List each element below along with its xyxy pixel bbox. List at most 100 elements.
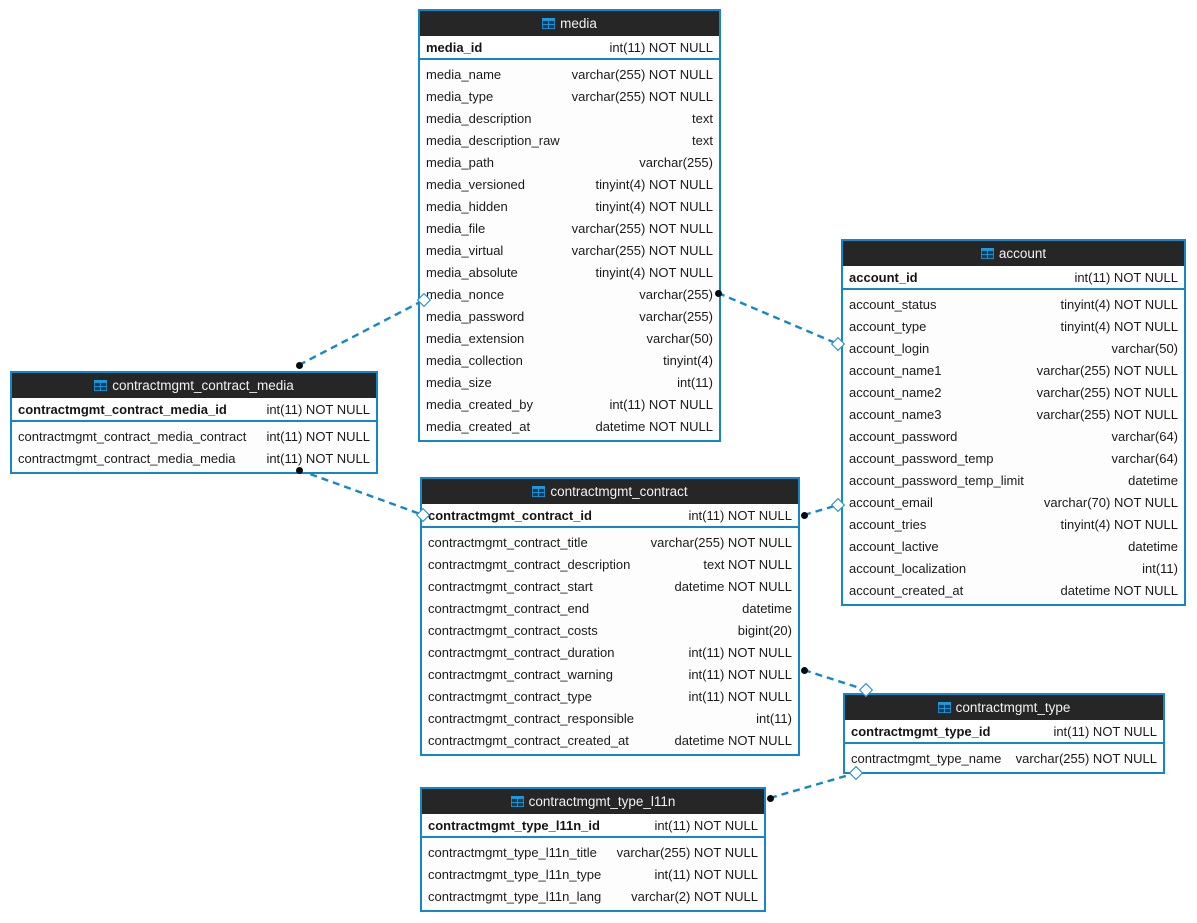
entity-header-contractmgmt_type_l11n[interactable]: contractmgmt_type_l11n (422, 789, 764, 814)
column-name: contractmgmt_contract_warning (428, 666, 613, 682)
column-name: account_password (849, 428, 958, 444)
column-row[interactable]: contractmgmt_type_l11n_lang varchar(2) NO… (422, 885, 764, 907)
table-icon (542, 12, 556, 29)
entity-title: contractmgmt_contract (550, 484, 688, 499)
column-type: varchar(50) (646, 330, 713, 346)
column-type: varchar(255) NOT NULL (650, 534, 792, 550)
relationship-line-rel-typel11n-type[interactable] (769, 771, 857, 800)
relationship-line-rel-contract-type[interactable] (803, 668, 867, 692)
relationship-line-rel-media-contractmedia[interactable] (298, 298, 425, 367)
entity-header-account[interactable]: account (843, 241, 1184, 266)
column-type: int(11) NOT NULL (654, 866, 758, 882)
relationship-line-rel-contractmedia-contract[interactable] (298, 468, 424, 517)
column-type: int(11) NOT NULL (1053, 723, 1157, 739)
column-type: datetime NOT NULL (674, 732, 792, 748)
column-type: int(11) NOT NULL (266, 450, 370, 466)
column-type: datetime NOT NULL (674, 578, 792, 594)
relationship-endpoint-dot-icon (714, 289, 722, 297)
relationship-line-rel-media-account[interactable] (717, 291, 839, 346)
column-name: contractmgmt_type_l11n_lang (428, 888, 602, 904)
column-name: media_virtual (426, 242, 504, 258)
entity-header-contractmgmt_type[interactable]: contractmgmt_type (845, 695, 1163, 720)
column-type: int(11) NOT NULL (266, 401, 370, 417)
entity-header-contractmgmt_contract[interactable]: contractmgmt_contract (422, 479, 798, 504)
column-type: int(11) NOT NULL (688, 507, 792, 523)
primary-key-row[interactable]: account_id int(11) NOT NULL (843, 266, 1184, 290)
column-row[interactable]: contractmgmt_contract_title varchar(255) … (422, 531, 798, 553)
entity-header-media[interactable]: media (420, 11, 719, 36)
column-type: varchar(2) NOT NULL (631, 888, 758, 904)
column-name: contractmgmt_contract_end (428, 600, 590, 616)
column-name: media_extension (426, 330, 525, 346)
column-type: int(11) NOT NULL (1074, 269, 1178, 285)
column-name: account_id (849, 269, 918, 285)
column-type: text (692, 110, 713, 126)
column-type: varchar(255) NOT NULL (571, 220, 713, 236)
entity-header-contractmgmt_contract_media[interactable]: contractmgmt_contract_media (12, 373, 376, 398)
column-type: varchar(255) (639, 154, 713, 170)
column-name: media_collection (426, 352, 523, 368)
column-name: account_name3 (849, 406, 942, 422)
column-row[interactable]: media_extension varchar(50) (420, 327, 719, 349)
relationship-endpoint-dot-icon (766, 794, 774, 802)
column-name: contractmgmt_contract_title (428, 534, 588, 550)
entity-table-contractmgmt_contract[interactable]: contractmgmt_contract contractmgmt_contra… (420, 477, 800, 756)
table-icon (94, 374, 108, 391)
